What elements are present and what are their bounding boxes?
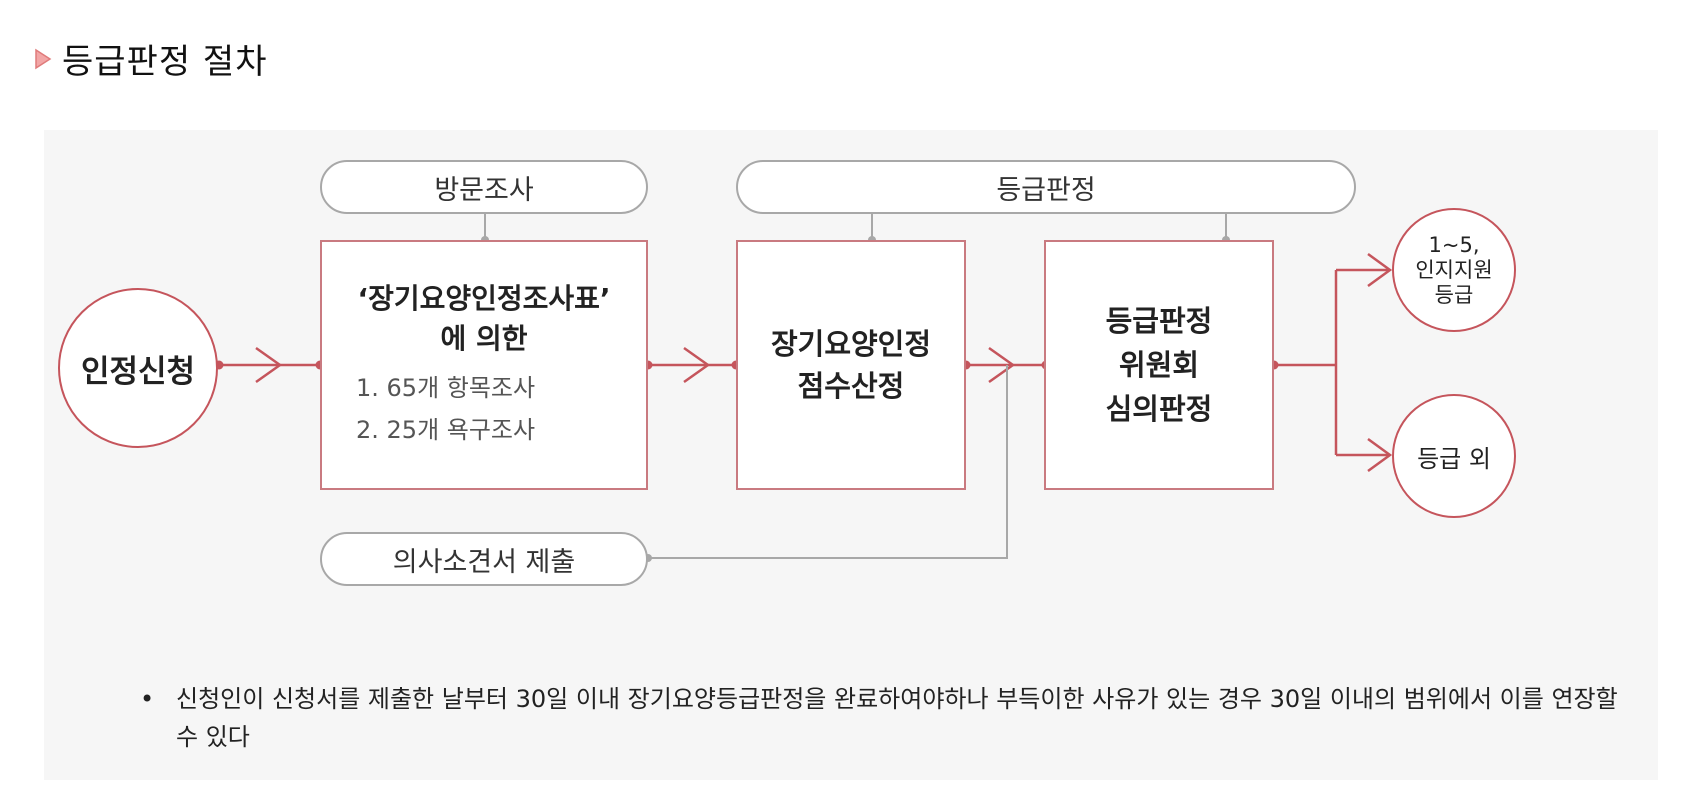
arrowhead-3 <box>988 346 1016 384</box>
visit-survey-pill: 방문조사 <box>320 160 648 214</box>
footnote-text: 신청인이 신청서를 제출한 날부터 30일 이내 장기요양등급판정을 완료하여야… <box>176 685 1618 751</box>
result-grade-circle: 1~5, 인지지원 등급 <box>1392 208 1516 332</box>
result-out-circle: 등급 외 <box>1392 394 1516 518</box>
footnote: • 신청인이 신청서를 제출한 날부터 30일 이내 장기요양등급판정을 완료하… <box>140 680 1640 756</box>
survey-box: ‘장기요양인정조사표’ 에 의한 1. 65개 항목조사 2. 25개 욕구조사 <box>320 240 648 490</box>
triangle-marker-icon <box>35 48 52 69</box>
survey-item-2: 2. 25개 욕구조사 <box>356 416 536 444</box>
survey-item-1: 1. 65개 항목조사 <box>356 374 536 402</box>
survey-title-line-1: ‘장기요양인정조사표’ <box>357 282 611 315</box>
score-box: 장기요양인정 점수산정 <box>736 240 966 490</box>
committee-box: 등급판정 위원회 심의판정 <box>1044 240 1274 490</box>
connector-doctor <box>648 365 1008 559</box>
arrowhead-5 <box>1367 437 1393 473</box>
page-title: 등급판정 절차 <box>62 42 268 82</box>
procedure-diagram: 인정신청 방문조사 등급판정 ‘장기요양인정조사표’ 에 의한 1. 65개 항… <box>44 130 1658 780</box>
apply-circle: 인정신청 <box>58 288 218 448</box>
doctor-opinion-pill: 의사소견서 제출 <box>320 532 648 586</box>
arrowhead-4 <box>1367 252 1393 288</box>
grade-judgment-pill: 등급판정 <box>736 160 1356 214</box>
arrowhead-1 <box>255 346 283 384</box>
title-row: 등급판정 절차 <box>34 34 268 83</box>
footnote-bullet: • <box>140 685 155 713</box>
arrowhead-2 <box>683 346 711 384</box>
survey-title-line-2: 에 의한 <box>440 322 528 355</box>
